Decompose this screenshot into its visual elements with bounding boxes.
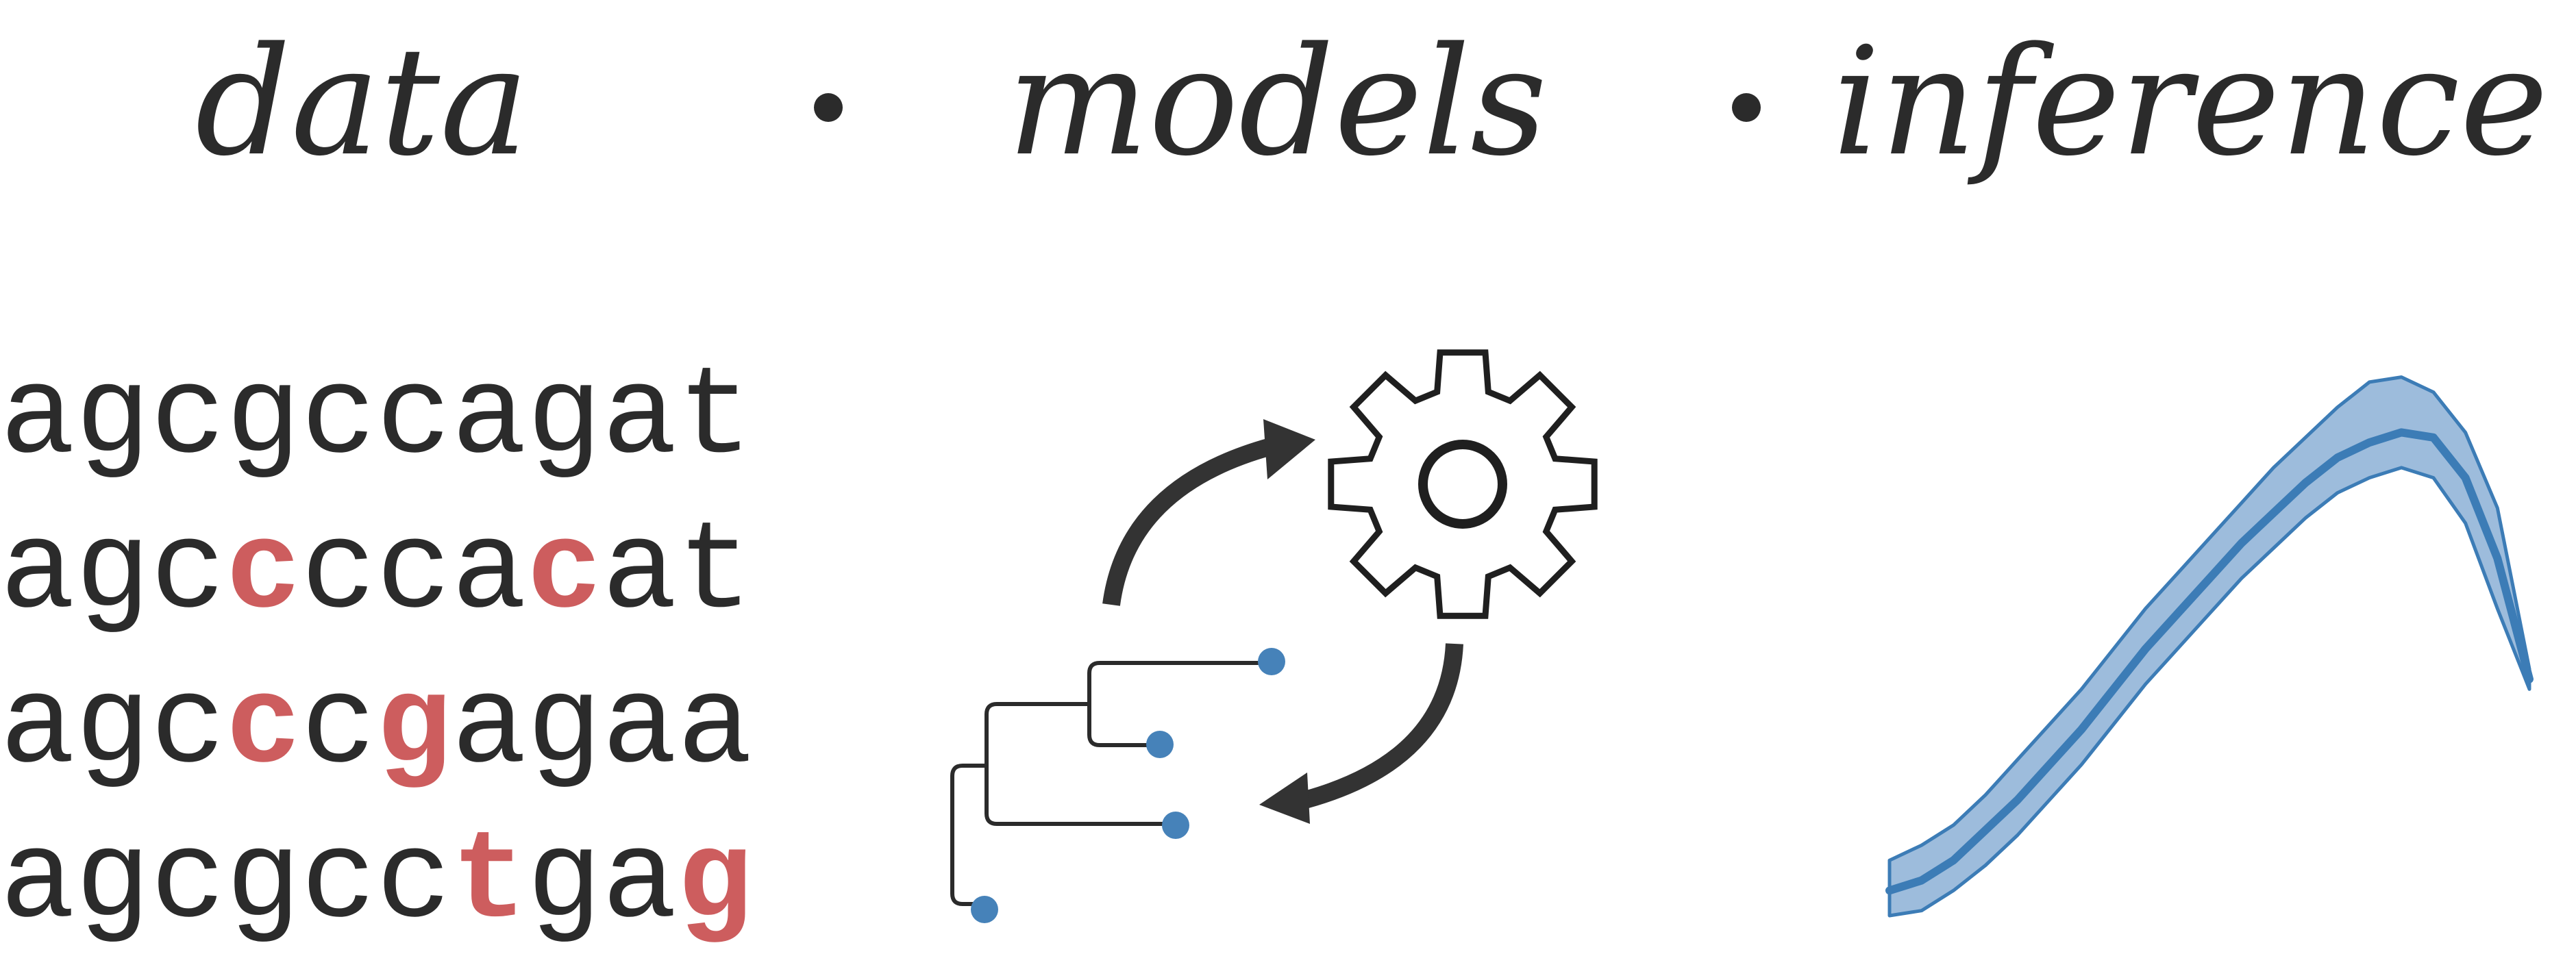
heading-data: data <box>195 16 530 189</box>
base: a <box>602 502 678 644</box>
base: a <box>0 657 75 799</box>
base: a <box>451 657 527 799</box>
cycle-arrow-up-shaft <box>1102 438 1274 606</box>
gear-icon <box>1328 349 1598 619</box>
substituted-base: t <box>451 812 527 953</box>
base: t <box>677 347 753 489</box>
base: g <box>75 812 151 953</box>
sequence-row-4: agcgcctgag <box>0 805 752 954</box>
sequence-row-2: agccccacat <box>0 496 752 651</box>
base: g <box>225 812 301 953</box>
base: a <box>0 812 75 953</box>
base: c <box>301 657 377 799</box>
cycle-arrow-down-head <box>1259 773 1310 824</box>
tree-tip-4 <box>971 896 998 923</box>
substituted-base: g <box>677 812 753 953</box>
phylogenetic-tree-icon <box>950 661 1278 906</box>
tree-tips <box>971 648 1285 923</box>
substituted-base: g <box>376 657 451 799</box>
tree-tip-1 <box>1258 648 1285 675</box>
base: g <box>75 657 151 799</box>
sequence-row-3: agcccgagaa <box>0 651 752 805</box>
base: a <box>451 347 527 489</box>
substituted-base: c <box>526 502 602 644</box>
heading-inference: inference <box>1833 16 2549 189</box>
base: c <box>150 347 226 489</box>
base: g <box>526 812 602 953</box>
sequence-row-1: agcgccagat <box>0 341 752 496</box>
tree-tip-3 <box>1162 812 1189 839</box>
base: c <box>150 502 226 644</box>
cycle-arrow-down-shaft <box>1302 643 1463 809</box>
gear-hub <box>1418 440 1507 529</box>
base: a <box>602 812 678 953</box>
base: g <box>75 502 151 644</box>
cycle-arrow-icon <box>1102 419 1463 824</box>
base: g <box>526 347 602 489</box>
separator-dot-1 <box>814 93 843 122</box>
base: c <box>150 812 226 953</box>
substituted-base: c <box>225 502 301 644</box>
base: g <box>225 347 301 489</box>
base: c <box>376 502 451 644</box>
tree-tip-2 <box>1146 731 1174 758</box>
sequence-alignment: agcgccagat agccccacat agcccgagaa agcgcct… <box>0 341 752 954</box>
base: a <box>0 502 75 644</box>
heading-models: models <box>1007 16 1548 189</box>
base: c <box>301 812 377 953</box>
base: a <box>451 502 527 644</box>
substituted-base: c <box>225 657 301 799</box>
base: c <box>301 347 377 489</box>
base: c <box>150 657 226 799</box>
mean-line <box>1885 428 2534 895</box>
base: c <box>301 502 377 644</box>
base: a <box>602 347 678 489</box>
base: a <box>602 657 678 799</box>
base: g <box>75 347 151 489</box>
base: a <box>0 347 75 489</box>
base: c <box>376 812 451 953</box>
cycle-arrow-up-head <box>1263 419 1315 479</box>
uncertainty-band <box>1887 375 2531 918</box>
base: t <box>677 502 753 644</box>
separator-dot-2 <box>1732 93 1761 122</box>
tree-branch-root <box>950 764 987 906</box>
base: g <box>526 657 602 799</box>
base: c <box>376 347 451 489</box>
base: a <box>677 657 753 799</box>
